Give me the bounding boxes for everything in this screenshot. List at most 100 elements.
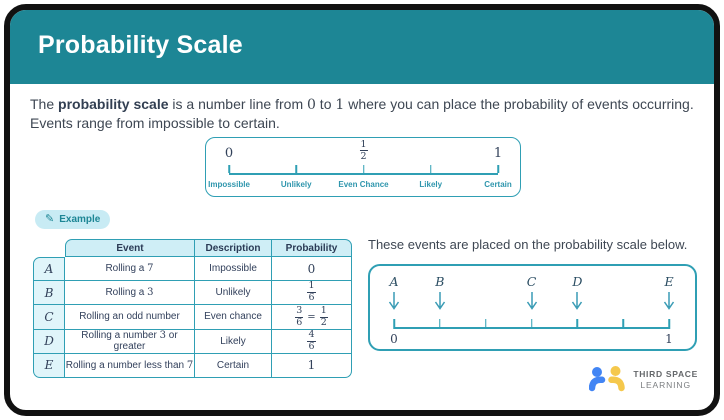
tick-mark [530,319,533,329]
down-arrow-icon [663,292,675,310]
event-cell: Rolling a 7 [65,257,195,281]
scale2-inner: A B C D E 0 1 [388,266,675,349]
probability-cell: 0 [272,257,352,281]
description-cell: Even chance [195,305,272,330]
scale1-value-zero: 0 [224,146,234,161]
tick-mark [393,319,395,329]
probability-value: 0 [307,261,316,276]
event-text: Rolling an odd number [79,311,180,323]
tick-mark [295,165,297,173]
event-number: 3 [159,330,167,342]
scale-label-even-chance: Even Chance [338,180,389,189]
event-text: or greater [113,330,178,353]
description-cell: Likely [195,329,272,354]
row-letter: B [33,281,65,305]
events-table: Event Description Probability A Rolling … [33,239,352,378]
third-space-learning-logo: THIRD SPACE LEARNING [589,366,698,394]
scale-label-impossible: Impossible [208,180,250,189]
scale1-value-one: 1 [493,146,503,161]
description-cell: Certain [195,353,272,378]
scale-label-certain: Certain [484,180,512,189]
intro-number-zero: 0 [307,97,316,113]
tick-mark [362,165,365,173]
tick-mark [228,165,230,173]
fraction-numerator: 1 [308,280,315,292]
events-scale-diagram: A B C D E 0 1 [368,264,697,351]
scale2-value-one: 1 [665,332,673,346]
column-header-description: Description [195,239,272,257]
event-cell: Rolling a number 3 or greater [65,329,195,354]
table-row: D Rolling a number 3 or greater Likely 4… [33,328,352,354]
event-cell: Rolling an odd number [65,305,195,330]
event-number: 3 [147,287,154,298]
logo-line1: THIRD SPACE [633,369,698,379]
down-arrow-icon [434,292,445,310]
intro-number-one: 1 [335,97,345,113]
intro-bold-term: probability scale [58,96,169,112]
fraction-denominator: 2 [319,316,328,328]
event-arrow-label: C [526,274,537,289]
event-text: Rolling a [105,263,148,274]
event-arrow-e: E [663,275,675,315]
event-text: Rolling a [105,287,148,298]
placement-sentence: These events are placed on the probabili… [368,237,688,252]
down-arrow-icon [526,292,537,310]
tick-mark [497,165,499,173]
intro-paragraph: The probability scale is a number line f… [30,96,698,132]
tick-mark [668,319,670,329]
event-cell: Rolling a 3 [65,281,195,305]
fraction-numerator: 4 [308,328,315,340]
table-header-row: Event Description Probability [33,239,352,257]
event-arrow-a: A [388,275,400,315]
pencil-icon: ✎ [45,213,55,225]
table-row: A Rolling a 7 Impossible 0 [33,257,352,281]
scale2-value-zero: 0 [390,332,398,346]
event-arrow-b: B [434,275,446,315]
fraction-numerator: 3 [296,305,303,316]
row-letter: A [33,257,65,281]
row-letter: C [33,305,65,330]
logo-line2: LEARNING [640,380,691,390]
example-badge: ✎ Example [35,210,111,229]
intro-text: to [315,96,336,112]
example-badge-label: Example [59,214,101,225]
page-title: Probability Scale [38,31,243,59]
description-cell: Impossible [195,257,272,281]
number-line [229,173,498,175]
scale-label-unlikely: Unlikely [280,180,312,189]
logo-text: THIRD SPACE LEARNING [633,369,698,391]
intro-line2: Events range from impossible to certain. [30,114,280,131]
fraction-denominator: 6 [295,316,304,328]
event-arrow-label: D [572,274,583,289]
tick-mark [439,319,441,329]
probability-value: 1 [307,358,316,373]
tick-mark [430,165,432,173]
intro-text: The [30,96,59,112]
header-bar: Probability Scale [10,10,714,84]
fraction-denominator: 6 [307,340,316,352]
event-arrow-label: A [389,274,399,289]
logo-mark-icon [589,366,626,392]
fraction-denominator: 2 [359,150,368,163]
row-letter: D [33,329,65,354]
equals-sign: = [307,311,316,323]
down-arrow-icon [572,292,583,310]
row-letter: E [33,353,65,378]
fraction-numerator: 1 [360,139,367,150]
tick-mark [576,319,579,329]
down-arrow-icon [388,292,400,310]
event-arrow-d: D [571,275,583,315]
scale-label-likely: Likely [419,180,443,189]
event-arrow-label: B [435,274,445,289]
event-text: Rolling a number less than [65,359,187,371]
